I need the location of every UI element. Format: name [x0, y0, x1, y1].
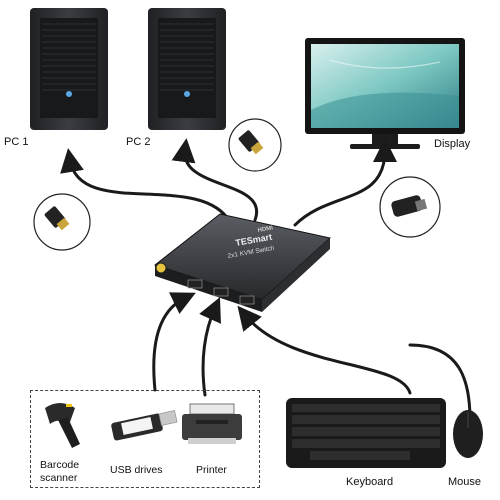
- cable-pc2: [171, 138, 259, 222]
- kvm-switch: TESmart 2x1 KVM Switch HDMI: [153, 213, 332, 312]
- printer-label: Printer: [196, 464, 227, 476]
- hdmi-cable-bubble-display: [379, 176, 441, 238]
- usb-drive-icon: [111, 410, 178, 441]
- cable-display: [293, 138, 397, 227]
- pc-1-tower: [30, 8, 108, 130]
- display-label: Display: [434, 138, 471, 150]
- keyboard-label: Keyboard: [346, 476, 394, 488]
- cable-peripherals-2: [199, 297, 221, 397]
- barcode-scanner-label-line1: Barcode: [40, 459, 80, 471]
- cable-keyboard: [237, 305, 412, 395]
- pc-2-label: PC 2: [126, 136, 151, 148]
- usb-drives-label: USB drives: [110, 464, 163, 476]
- pc-1-label: PC 1: [4, 136, 29, 148]
- pc-2-tower: [148, 8, 226, 130]
- display-monitor: [305, 38, 465, 149]
- cable-pc1: [60, 148, 232, 224]
- keyboard-icon: [286, 398, 446, 468]
- mouse-label: Mouse: [448, 476, 482, 488]
- printer-icon: [182, 403, 242, 444]
- cable-mouse: [408, 343, 472, 422]
- cable-peripherals-1: [152, 292, 196, 392]
- barcode-scanner-icon: [45, 403, 80, 448]
- mouse-icon: [453, 410, 483, 458]
- switch-hdmi-logo: HDMI: [257, 225, 273, 234]
- peripherals-group-box: [30, 390, 260, 488]
- hdmi-cable-bubble-left: [33, 193, 91, 251]
- barcode-scanner-label-line2: scanner: [40, 472, 78, 484]
- hdmi-cable-bubble-right: [228, 118, 282, 172]
- cables: [60, 138, 472, 422]
